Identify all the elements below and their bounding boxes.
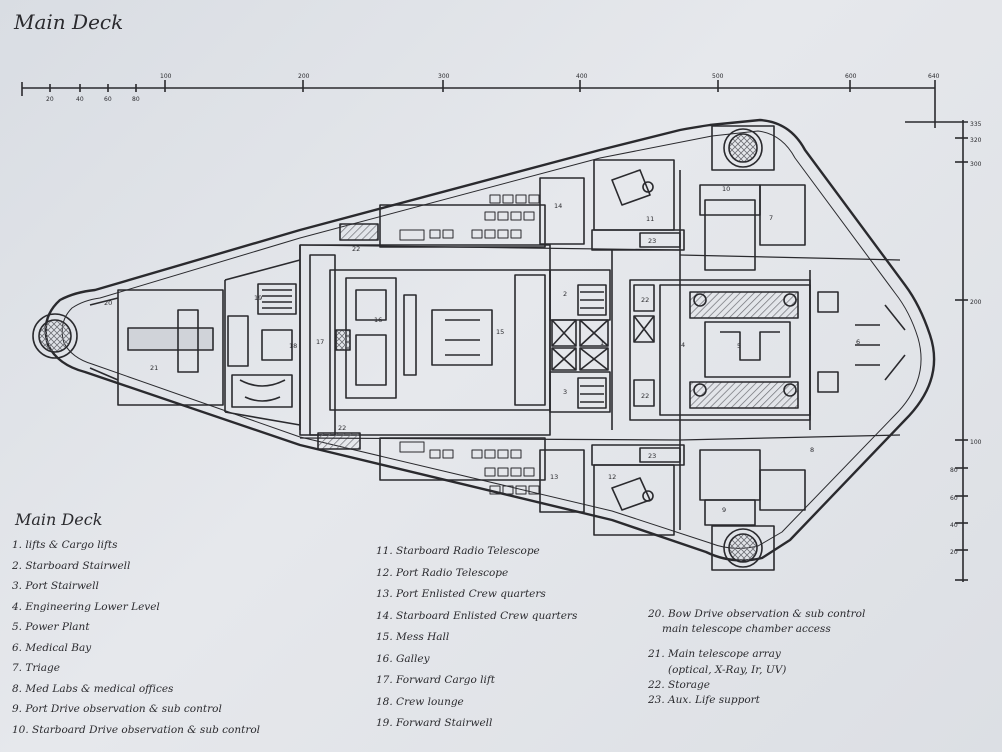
top-scale-minor-label: 20 — [46, 96, 54, 103]
top-scale-label: 200 — [298, 73, 310, 80]
legend-column-3: 20. Bow Drive observation & sub control … — [648, 607, 865, 708]
room-number: 17 — [316, 338, 324, 346]
legend-item: 20. Bow Drive observation & sub control — [648, 608, 866, 620]
right-scale-label: 40 — [950, 522, 958, 529]
legend-column-1: 1. lifts & Cargo lifts 2. Starboard Stai… — [12, 540, 260, 745]
room-number: 22 — [641, 392, 649, 400]
top-scale-label: 300 — [438, 73, 450, 80]
room-number: 7 — [769, 214, 773, 222]
legend-item: 8. Med Labs & medical offices — [12, 682, 174, 695]
legend-item: 9. Port Drive observation & sub control — [12, 703, 222, 715]
scale-labels: 100 200 300 400 500 600 640 20 40 60 80 … — [46, 73, 982, 556]
starboard-crew-quarters — [339, 177, 585, 248]
right-scale-label: 335 — [970, 121, 982, 128]
legend-item: 6. Medical Bay — [12, 641, 92, 654]
top-scale-label: 640 — [928, 73, 940, 80]
top-scale-label: 500 — [712, 73, 724, 80]
room-number: 22 — [338, 424, 346, 432]
legend-item: 5. Power Plant — [12, 621, 90, 633]
legend-item-continued: main telescope chamber access — [662, 623, 831, 636]
hull-outline — [44, 118, 936, 562]
legend-item: 15. Mess Hall — [376, 631, 450, 643]
top-scale-label: 600 — [845, 73, 857, 80]
legend-item: 11. Starboard Radio Telescope — [376, 545, 540, 557]
legend-item: 7. Triage — [12, 662, 60, 674]
right-scale-label: 100 — [970, 439, 982, 446]
top-scale-minor-label: 40 — [76, 96, 84, 103]
port-aft — [591, 440, 806, 571]
room-number: 11 — [646, 215, 654, 223]
legend-item: 19. Forward Stairwell — [376, 717, 493, 729]
medical-bay — [809, 270, 906, 430]
right-scale-label: 200 — [970, 299, 982, 306]
central-lifts — [549, 250, 613, 430]
legend-item: 3. Port Stairwell — [12, 580, 99, 592]
legend-item: 21. Main telescope array — [648, 648, 781, 661]
room-number: 22 — [641, 296, 649, 304]
room-number: 4 — [681, 341, 685, 349]
right-scale-label: 320 — [970, 137, 982, 144]
right-scale-label: 300 — [970, 161, 982, 168]
starboard-aft — [591, 125, 806, 271]
legend-title: Main Deck — [15, 510, 103, 529]
room-number: 22 — [352, 245, 360, 253]
legend-item: 13. Port Enlisted Crew quarters — [376, 588, 546, 600]
engineering — [629, 250, 811, 440]
room-number: 16 — [374, 316, 382, 324]
room-number: 10 — [722, 185, 730, 193]
room-number: 18 — [289, 342, 297, 350]
room-number: 19 — [254, 294, 262, 302]
legend-item: 10. Starboard Drive observation & sub co… — [12, 723, 261, 736]
galley-mess — [299, 244, 551, 436]
room-number: 5 — [737, 342, 741, 350]
legend-item: 4. Engineering Lower Level — [12, 600, 160, 613]
legend-item: 12. Port Radio Telescope — [376, 566, 509, 579]
right-scale-label: 60 — [950, 495, 958, 502]
legend-item: 17. Forward Cargo lift — [376, 674, 495, 686]
room-number: 6 — [856, 338, 860, 346]
legend-item: 22. Storage — [648, 678, 710, 691]
room-numbers: 1 2 3 4 5 6 7 8 9 10 11 12 13 14 15 16 1… — [104, 185, 860, 514]
room-number: 9 — [722, 506, 726, 514]
legend-column-2: 11. Starboard Radio Telescope 12. Port R… — [376, 546, 577, 740]
legend-item: 2. Starboard Stairwell — [12, 559, 131, 572]
page-title: Main Deck — [14, 10, 124, 34]
room-number: 14 — [554, 202, 562, 210]
room-number: 12 — [608, 473, 616, 481]
room-number: 8 — [810, 446, 814, 454]
room-number: 23 — [648, 452, 656, 460]
legend-item: 23. Aux. Life support — [648, 694, 760, 707]
legend-spacer — [648, 637, 865, 647]
room-number: 20 — [104, 299, 112, 307]
bow-section — [32, 259, 301, 426]
room-number: 13 — [550, 473, 558, 481]
right-scale — [905, 120, 968, 582]
room-number: 15 — [496, 328, 504, 336]
top-scale-minor-label: 60 — [104, 96, 112, 103]
top-scale-minor-label: 80 — [132, 96, 140, 103]
legend-item: 16. Galley — [376, 652, 430, 665]
right-scale-label: 80 — [950, 467, 958, 474]
room-number: 2 — [563, 290, 567, 298]
top-scale-label: 400 — [576, 73, 588, 80]
room-number: 3 — [563, 388, 567, 396]
legend-item: 1. lifts & Cargo lifts — [12, 539, 118, 551]
right-scale-label: 20 — [950, 549, 958, 556]
legend-item: 18. Crew lounge — [376, 695, 464, 708]
corridors — [299, 244, 901, 441]
port-crew-quarters — [317, 432, 585, 513]
top-scale-label: 100 — [160, 73, 172, 80]
top-scale — [21, 80, 936, 128]
room-number: 21 — [150, 364, 158, 372]
room-number: 1 — [600, 339, 604, 347]
legend-item-continued: (optical, X-Ray, Ir, UV) — [668, 663, 787, 676]
legend-item: 14. Starboard Enlisted Crew quarters — [376, 609, 578, 622]
room-number: 23 — [648, 237, 656, 245]
